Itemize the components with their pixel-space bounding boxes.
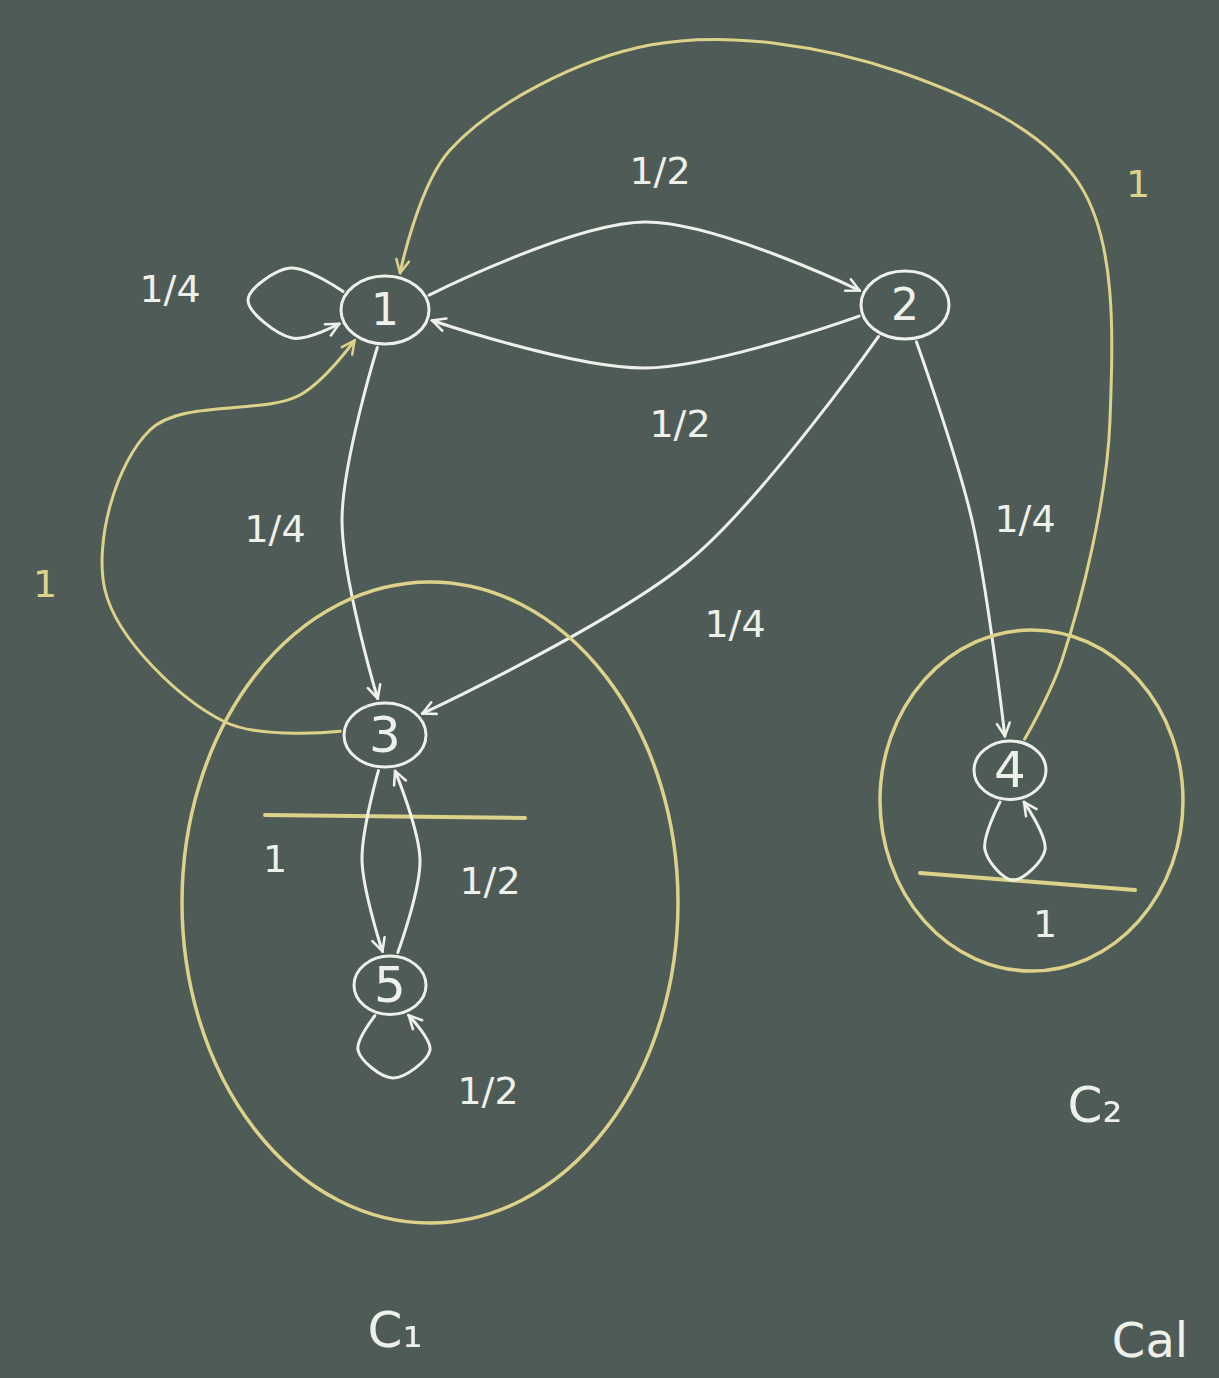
- class-region: C₁35: [180, 580, 680, 1225]
- region-ellipse: [880, 630, 1183, 971]
- transition-arrow: [248, 268, 343, 338]
- state-ellipse: [974, 741, 1046, 799]
- state-number: 4: [994, 742, 1026, 797]
- transition-probability: 1: [1029, 904, 1061, 946]
- state-ellipse: [341, 276, 429, 344]
- transition-probability: 1/2: [645, 404, 714, 446]
- state-circle: 2: [859, 269, 951, 341]
- transition-probability: 1/2: [455, 861, 524, 903]
- state-number: 2: [891, 281, 919, 329]
- state-circle: 3: [342, 701, 428, 769]
- transition-probability: 1/4: [700, 604, 769, 646]
- transition-arrow: [395, 771, 420, 952]
- region-ellipse: [182, 582, 678, 1223]
- state-number: 1: [371, 286, 399, 334]
- state-ellipse: [861, 271, 949, 339]
- state-circle: 1: [339, 274, 431, 346]
- transition-probability: 1: [29, 564, 61, 606]
- state-ellipse: [344, 703, 426, 767]
- region-name: C₂: [1068, 1078, 1123, 1133]
- transition-arrow: [342, 348, 378, 699]
- transition-arrow: [422, 337, 878, 714]
- strike-line: [265, 815, 525, 818]
- transition-probability: 1/4: [240, 509, 309, 551]
- region-name: C₁: [368, 1303, 423, 1358]
- state-ellipse: [354, 956, 426, 1014]
- strike-line: [920, 873, 1135, 890]
- transition-arrow: [429, 222, 859, 295]
- transition-probability: 1/2: [453, 1071, 522, 1113]
- region-outline: [180, 580, 680, 1225]
- transition-arrow: [432, 316, 859, 368]
- state-number: 5: [374, 957, 406, 1012]
- state-circle: 4: [972, 739, 1048, 801]
- transition-arrow: [358, 1015, 430, 1078]
- transition-arrow: [362, 771, 382, 952]
- transition-probability: 1/4: [990, 499, 1059, 541]
- state-circle: 5: [352, 954, 428, 1016]
- board-note: Cal: [1108, 1314, 1192, 1367]
- transition-probability: 1/4: [135, 269, 204, 311]
- transition-probability: 1: [259, 839, 291, 881]
- added-transition: [102, 340, 354, 733]
- transition-arrow: [985, 802, 1046, 880]
- transition-probability: 1/2: [625, 151, 694, 193]
- state-number: 3: [369, 708, 401, 763]
- transition-probability: 1: [1122, 164, 1154, 206]
